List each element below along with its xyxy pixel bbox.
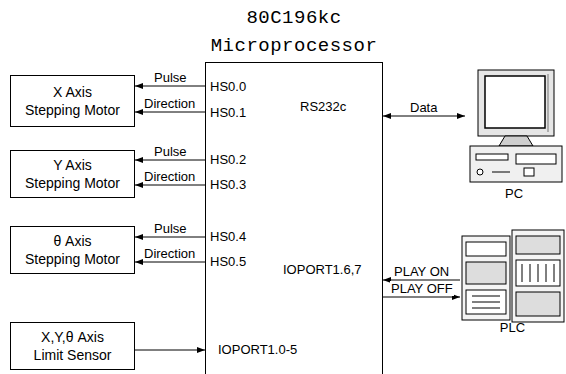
pin-name: HS0.2: [210, 152, 246, 168]
plc-cabinet: [512, 230, 564, 322]
signal-label: PLAY OFF: [390, 281, 454, 296]
base-detail: [492, 172, 510, 173]
signal-line: [135, 160, 205, 161]
pin-name: HS0.0: [210, 79, 246, 95]
signal-label: PLAY ON: [393, 264, 450, 279]
signal-line: [135, 350, 205, 351]
signal-line: [135, 185, 205, 186]
sensor-box: X,Y,θ Axis Limit Sensor: [10, 322, 135, 370]
plc-node: PLC: [460, 226, 565, 338]
node-label: Y Axis Stepping Motor: [17, 156, 128, 192]
chip-title: 80C196kc Microprocessor: [205, 4, 383, 60]
node-label: PLC: [500, 320, 525, 338]
plc-icon: [462, 230, 564, 322]
pin-name: HS0.3: [210, 177, 246, 193]
base-button: [524, 168, 534, 176]
plc-module: [466, 290, 506, 314]
pin-name: HS0.4: [210, 229, 246, 245]
pc-icon: [470, 70, 562, 182]
signal-label: Pulse: [153, 221, 188, 236]
port-name: IOPORT1.0-5: [218, 342, 297, 358]
signal-line: [383, 116, 465, 117]
monitor-screen: [485, 76, 545, 128]
node-label: X,Y,θ Axis Limit Sensor: [17, 328, 128, 364]
plc-slot: [472, 308, 500, 309]
monitor-stand: [499, 136, 533, 146]
plc-slot: [522, 264, 523, 282]
node-label: θ Axis Stepping Motor: [17, 232, 128, 268]
pin-name: HS0.1: [210, 105, 246, 121]
signal-line: [383, 297, 460, 298]
plc-module: [516, 260, 560, 286]
plc-slot: [530, 264, 531, 282]
signal-line: [135, 237, 205, 238]
pc-node: PC: [465, 66, 563, 204]
computer-base: [470, 146, 562, 182]
monitor-case: [478, 70, 554, 136]
plc-module: [466, 242, 506, 256]
monitor-shade: [548, 74, 549, 132]
motor-box: Y Axis Stepping Motor: [10, 150, 135, 198]
node-label: X Axis Stepping Motor: [17, 83, 128, 119]
plc-slot: [472, 296, 500, 297]
plc-module: [466, 262, 506, 284]
signal-label: Direction: [143, 246, 196, 261]
pin-name: HS0.5: [210, 254, 246, 270]
signal-label: Pulse: [153, 144, 188, 159]
plc-module: [516, 236, 560, 254]
node-label: PC: [505, 186, 523, 204]
power-button: [477, 169, 483, 175]
motor-box: X Axis Stepping Motor: [10, 75, 135, 127]
drive-slot: [476, 154, 508, 160]
port-name: RS232c: [300, 99, 346, 115]
signal-label: Pulse: [153, 70, 188, 85]
signal-label: Data: [409, 100, 438, 115]
plc-slot: [554, 264, 555, 282]
motor-box: θ Axis Stepping Motor: [10, 226, 135, 274]
signal-label: Direction: [143, 169, 196, 184]
drive-bay: [516, 154, 556, 164]
port-name: IOPORT1.6,7: [283, 262, 362, 278]
signal-line: [135, 262, 205, 263]
plc-slot: [538, 264, 539, 282]
signal-line: [135, 86, 205, 87]
signal-label: Direction: [143, 96, 196, 111]
signal-line: [135, 112, 205, 113]
plc-slot: [546, 264, 547, 282]
plc-slot: [472, 302, 500, 303]
plc-module: [516, 292, 560, 316]
plc-cabinet: [462, 236, 510, 320]
